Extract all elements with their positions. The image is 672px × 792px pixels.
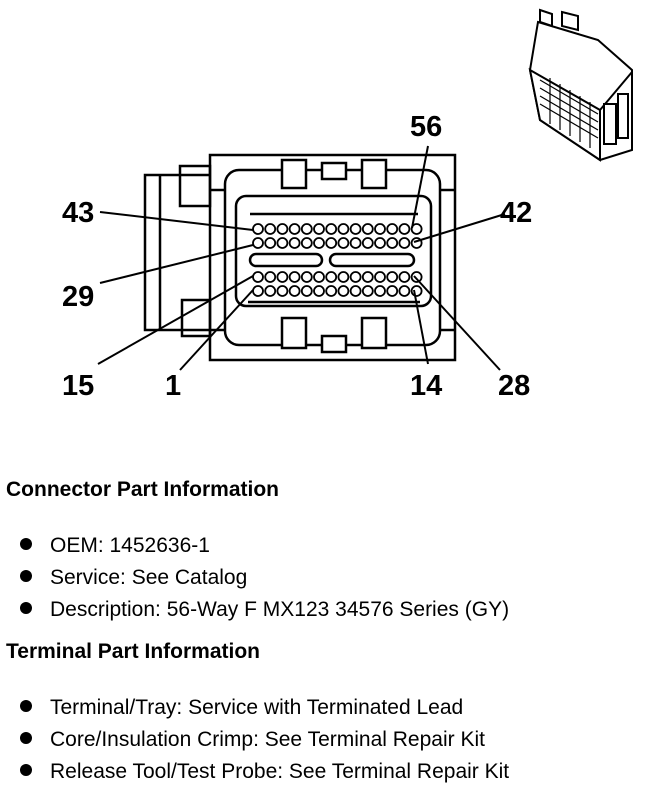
- pin-hole: [264, 223, 277, 235]
- bullet-icon: [20, 732, 32, 745]
- pin-hole: [386, 223, 399, 235]
- pin-hole: [252, 285, 264, 297]
- pin-hole: [288, 285, 301, 297]
- bullet-icon: [20, 538, 32, 551]
- pin-hole: [276, 237, 289, 249]
- pin-label-43: 43: [62, 197, 94, 229]
- leader-lines: [97, 145, 506, 371]
- pin-hole: [276, 223, 289, 235]
- pin-hole: [386, 271, 399, 283]
- pin-hole: [276, 271, 289, 283]
- list-item: Terminal/Tray: Service with Terminated L…: [20, 692, 509, 724]
- terminal-info-list: Terminal/Tray: Service with Terminated L…: [20, 692, 509, 788]
- list-item: OEM: 1452636-1: [20, 530, 509, 562]
- list-item: Service: See Catalog: [20, 562, 509, 594]
- pin-hole: [374, 285, 386, 297]
- pin-hole: [361, 223, 374, 235]
- pin-hole: [300, 223, 313, 235]
- pin-hole: [264, 285, 277, 297]
- pin-hole: [288, 271, 301, 283]
- pin-label-28: 28: [498, 370, 530, 402]
- pin-hole: [398, 271, 411, 283]
- pin-hole: [398, 285, 411, 297]
- pin-hole: [325, 285, 338, 297]
- pin-hole: [361, 285, 374, 297]
- pin-hole: [288, 223, 301, 235]
- pin-hole: [386, 285, 399, 297]
- pin-hole: [349, 271, 362, 283]
- pin-hole: [276, 285, 289, 297]
- connector-info-title: Connector Part Information: [6, 478, 280, 501]
- pin-hole: [337, 223, 350, 235]
- bullet-icon: [20, 602, 32, 615]
- pin-hole: [361, 271, 374, 283]
- pin-hole: [374, 271, 386, 283]
- pin-hole: [398, 237, 411, 249]
- pin-hole: [337, 271, 350, 283]
- pin-label-15: 15: [62, 370, 94, 402]
- pin-hole: [252, 271, 264, 283]
- pin-hole: [398, 223, 411, 235]
- pin-hole: [361, 237, 374, 249]
- list-item: Description: 56-Way F MX123 34576 Series…: [20, 594, 509, 626]
- bullet-icon: [20, 764, 32, 777]
- pin-hole: [374, 223, 386, 235]
- pin-hole: [288, 237, 301, 249]
- bullet-icon: [20, 700, 32, 713]
- connector-diagram: 56 43 42 29 15 1 14 28: [62, 8, 633, 402]
- pin-hole: [337, 285, 350, 297]
- connector-3d-icon: [528, 8, 633, 162]
- list-item: Core/Insulation Crimp: See Terminal Repa…: [20, 724, 509, 756]
- pin-hole: [374, 237, 386, 249]
- pin-hole: [264, 237, 277, 249]
- pin-hole: [252, 237, 264, 249]
- pin-hole: [349, 223, 362, 235]
- pin-hole: [325, 271, 338, 283]
- bullet-icon: [20, 570, 32, 583]
- pin-hole: [252, 223, 264, 235]
- pin-hole: [410, 271, 423, 283]
- connector-face: [143, 153, 457, 362]
- pin-hole: [313, 271, 325, 283]
- terminal-info-title: Terminal Part Information: [6, 640, 260, 663]
- pin-hole: [300, 271, 313, 283]
- pin-hole: [313, 285, 325, 297]
- pin-labels: 56 43 42 29 15 1 14 28: [62, 111, 532, 402]
- pin-label-14: 14: [410, 370, 442, 402]
- pin-hole: [300, 285, 313, 297]
- pin-hole: [410, 223, 423, 235]
- pin-hole: [410, 285, 423, 297]
- pin-hole: [325, 223, 338, 235]
- pin-hole: [325, 237, 338, 249]
- pin-label-56: 56: [410, 111, 442, 143]
- pin-hole: [313, 237, 325, 249]
- pin-hole: [264, 271, 277, 283]
- connector-info-list: OEM: 1452636-1 Service: See Catalog Desc…: [20, 530, 509, 626]
- pin-hole: [337, 237, 350, 249]
- pin-hole: [386, 237, 399, 249]
- pin-hole: [313, 223, 325, 235]
- pin-label-29: 29: [62, 281, 94, 313]
- pin-hole: [349, 237, 362, 249]
- pin-hole: [300, 237, 313, 249]
- pin-label-42: 42: [500, 197, 532, 229]
- list-item: Release Tool/Test Probe: See Terminal Re…: [20, 756, 509, 788]
- pin-hole: [349, 285, 362, 297]
- pin-label-1: 1: [165, 370, 181, 402]
